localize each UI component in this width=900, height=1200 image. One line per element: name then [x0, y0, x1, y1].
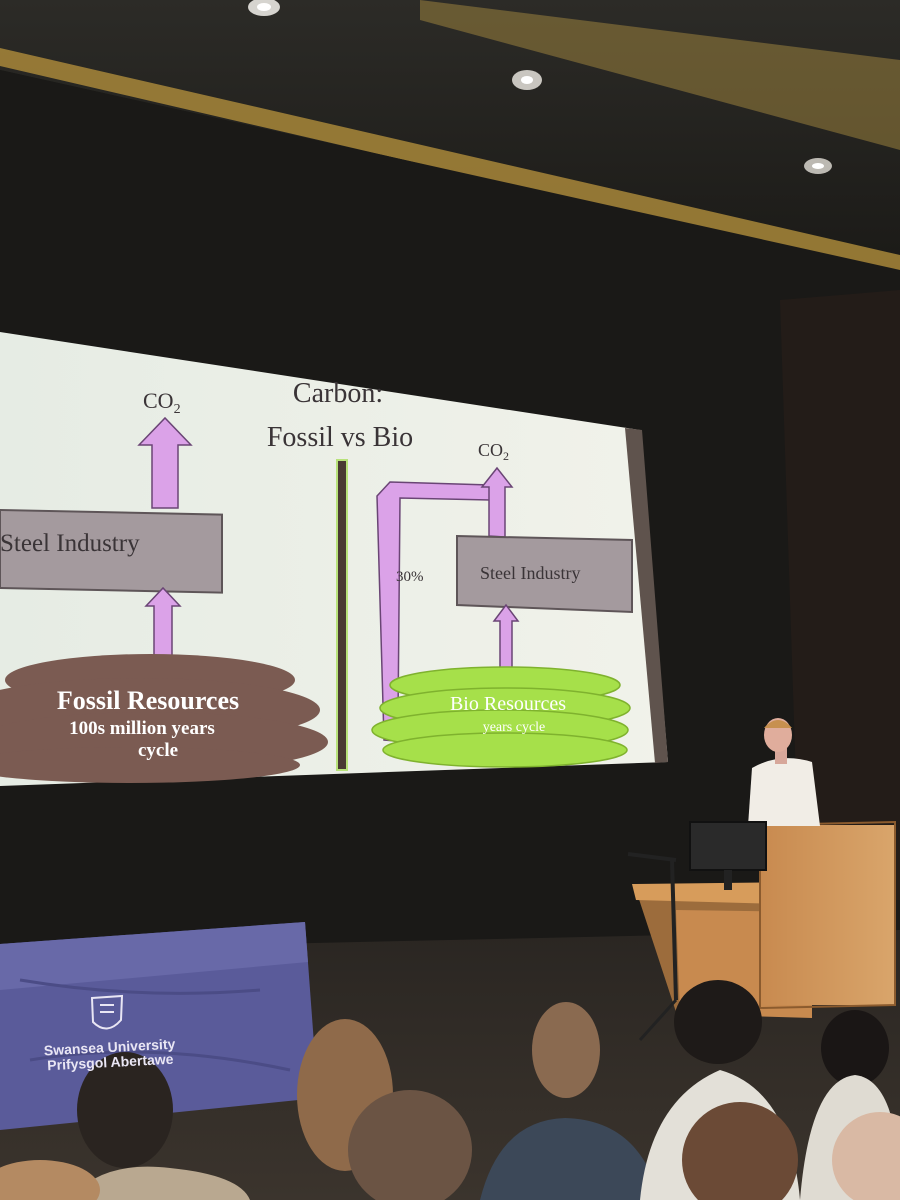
slide-title-line1: Carbon: [293, 378, 383, 409]
up-arrow-right [492, 603, 520, 669]
microphone-stand [627, 852, 677, 862]
co2-arrow-left [137, 416, 193, 509]
bio-resources-label: Bio Resources [450, 693, 566, 715]
slide-divider [336, 459, 348, 771]
monitor [689, 821, 767, 871]
ceiling-beam [0, 48, 900, 275]
co2-label-left: CO2 [143, 388, 181, 417]
bio-resources-pile [371, 666, 631, 768]
co2-arrow-right [480, 466, 514, 538]
fossil-cycle-line2: cycle [138, 740, 178, 761]
fossil-resources-label: Fossil Resources [57, 686, 239, 715]
speaker [748, 718, 820, 826]
steel-industry-label-right: Steel Industry [480, 563, 581, 583]
audience [0, 980, 900, 1200]
co2-label-right: CO2 [478, 440, 509, 463]
fossil-resources-pile [0, 654, 328, 783]
recycle-percent: 30% [396, 569, 424, 585]
steel-box-left [0, 508, 223, 594]
crest-icon [90, 994, 124, 1030]
bio-cycle-label: years cycle [483, 720, 546, 735]
steel-industry-label-left: Steel Industry [0, 530, 140, 557]
steel-box-right [456, 534, 633, 614]
slide-title-line2: Fossil vs Bio [267, 422, 413, 453]
lectern-panel [760, 825, 895, 1005]
up-arrow-left [144, 586, 182, 661]
fossil-cycle-line1: 100s million years [69, 718, 215, 739]
